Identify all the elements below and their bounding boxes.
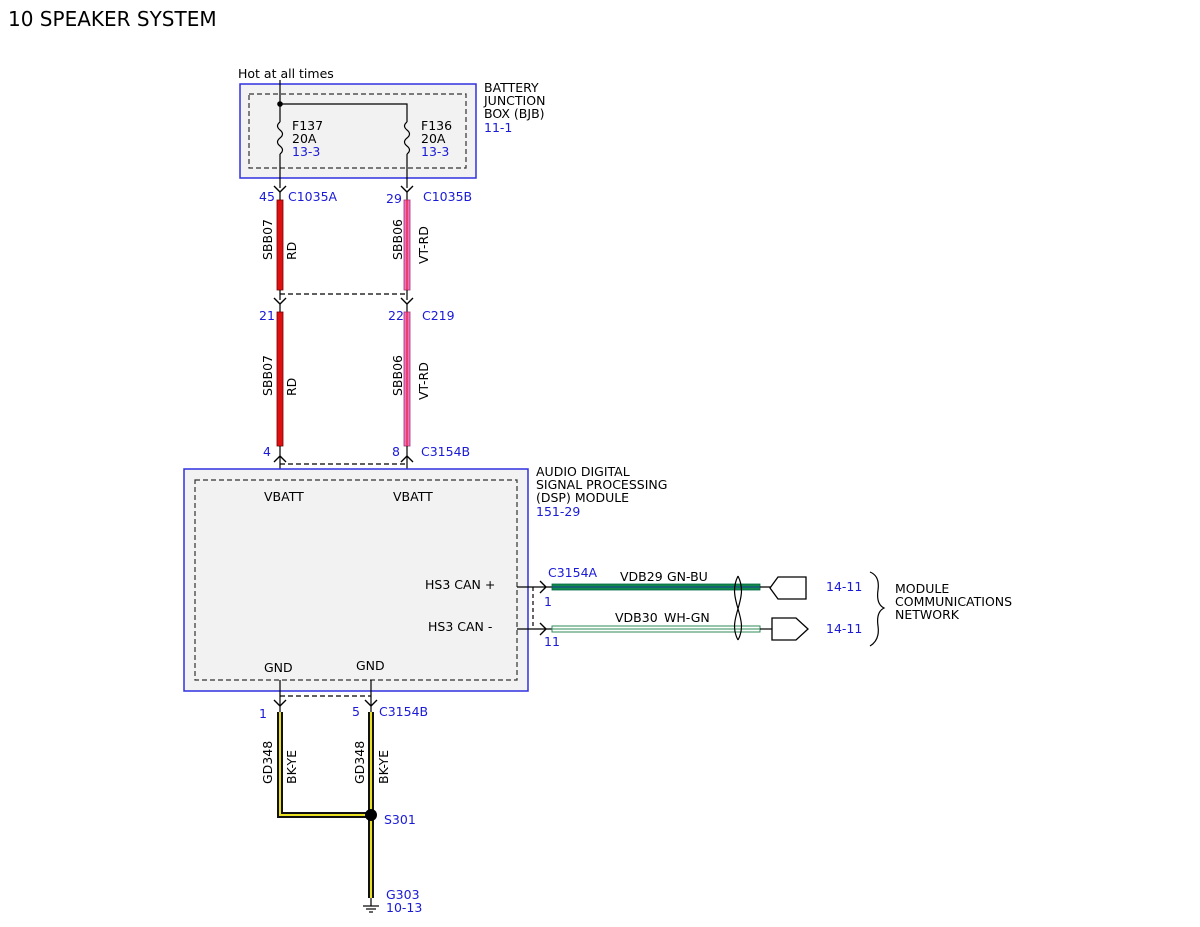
fuse-f137: F137 20A 13-3	[276, 118, 323, 188]
can-connector-c3154a	[517, 580, 552, 636]
battery-junction-box	[239, 83, 477, 179]
c1035a-name: C1035A	[288, 189, 338, 204]
hs3-can-plus-label: HS3 CAN +	[425, 577, 495, 592]
network-ref-minus-link[interactable]: 14-11	[826, 621, 862, 636]
twisted-pair-icon	[733, 575, 743, 641]
svg-text:20A: 20A	[421, 131, 446, 146]
svg-text:SBB06: SBB06	[390, 355, 405, 396]
svg-text:JUNCTION: JUNCTION	[483, 93, 545, 108]
dsp-module	[183, 468, 529, 692]
gnd-left-label: GND	[264, 660, 293, 675]
svg-text:SBB06: SBB06	[390, 219, 405, 260]
svg-text:F137: F137	[292, 118, 323, 133]
network-brace	[869, 571, 886, 647]
ground-g303-name: G303	[386, 887, 420, 902]
bjb-label: BATTERY JUNCTION BOX (BJB) 11-1	[483, 80, 545, 135]
hot-at-all-times-label: Hot at all times	[238, 66, 334, 81]
c3154b-top-name: C3154B	[421, 444, 470, 459]
hs3-can-minus-label: HS3 CAN -	[428, 619, 492, 634]
ground-icon	[363, 898, 379, 913]
bjb-bus	[277, 80, 408, 122]
splice-s301-dot	[365, 809, 377, 821]
dsp-label: AUDIO DIGITAL SIGNAL PROCESSING (DSP) MO…	[536, 464, 667, 519]
wire-sbb07-upper: SBB07 RD	[260, 192, 299, 291]
svg-text:VDB30: VDB30	[615, 610, 658, 625]
bjb-ref-link[interactable]: 11-1	[484, 120, 512, 135]
connector-c219	[273, 290, 414, 305]
svg-text:VT-RD: VT-RD	[416, 362, 431, 400]
wire-vdb30: VDB30 WH-GN	[551, 610, 772, 633]
f136-ref-link[interactable]: 13-3	[421, 144, 449, 159]
c3154b-bottom-name: C3154B	[379, 704, 428, 719]
ground-g303-ref-link[interactable]: 10-13	[386, 900, 422, 915]
wire-gd348-right: GD348 BK-YE	[352, 712, 391, 898]
connector-c3154b-bottom	[273, 680, 378, 712]
c3154b-top-right-pin: 8	[392, 444, 400, 459]
c3154b-top-left-pin: 4	[263, 444, 271, 459]
diagram-title: 10 SPEAKER SYSTEM	[8, 7, 217, 31]
svg-text:MODULE: MODULE	[895, 581, 949, 596]
network-label: MODULE COMMUNICATIONS NETWORK	[895, 581, 1012, 622]
svg-text:GN-BU: GN-BU	[667, 569, 708, 584]
svg-text:SBB07: SBB07	[260, 219, 275, 260]
svg-text:AUDIO DIGITAL: AUDIO DIGITAL	[536, 464, 630, 479]
svg-text:NETWORK: NETWORK	[895, 607, 960, 622]
svg-text:F136: F136	[421, 118, 452, 133]
svg-text:BK-YE: BK-YE	[284, 750, 299, 784]
gnd-right-label: GND	[356, 658, 385, 673]
svg-text:RD: RD	[284, 378, 299, 396]
wire-vdb29: VDB29 GN-BU	[551, 569, 778, 591]
svg-text:BK-YE: BK-YE	[376, 750, 391, 784]
svg-text:SBB07: SBB07	[260, 355, 275, 396]
c3154b-bottom-right-pin: 5	[352, 704, 360, 719]
svg-text:VDB29: VDB29	[620, 569, 663, 584]
c219-left-pin: 21	[259, 308, 275, 323]
vbatt-left-label: VBATT	[264, 489, 304, 504]
c1035a-pin: 45	[259, 189, 275, 204]
c3154a-pin-plus: 1	[544, 594, 552, 609]
network-terminals	[769, 576, 809, 641]
wire-gd348-left: GD348 BK-YE	[260, 712, 371, 818]
svg-text:GD348: GD348	[352, 741, 367, 784]
splice-s301-name: S301	[384, 812, 416, 827]
svg-text:(DSP) MODULE: (DSP) MODULE	[536, 490, 629, 505]
svg-text:BATTERY: BATTERY	[484, 80, 539, 95]
svg-text:20A: 20A	[292, 131, 317, 146]
c219-name: C219	[422, 308, 455, 323]
wire-sbb07-lower: SBB07 RD	[260, 304, 299, 447]
fuse-f136: F136 20A 13-3	[403, 118, 452, 188]
svg-text:GD348: GD348	[260, 741, 275, 784]
svg-text:COMMUNICATIONS: COMMUNICATIONS	[895, 594, 1012, 609]
c1035b-name: C1035B	[423, 189, 472, 204]
c3154a-name: C3154A	[548, 565, 598, 580]
c3154b-bottom-left-pin: 1	[259, 706, 267, 721]
svg-text:RD: RD	[284, 242, 299, 260]
svg-text:SIGNAL PROCESSING: SIGNAL PROCESSING	[536, 477, 667, 492]
svg-text:BOX (BJB): BOX (BJB)	[484, 106, 545, 121]
vbatt-right-label: VBATT	[393, 489, 433, 504]
wire-sbb06-lower: SBB06 VT-RD	[390, 304, 431, 447]
svg-text:WH-GN: WH-GN	[664, 610, 710, 625]
c3154a-pin-minus: 11	[544, 634, 560, 649]
c1035b-pin: 29	[386, 191, 402, 206]
wire-sbb06-upper: SBB06 VT-RD	[390, 192, 431, 291]
svg-text:VT-RD: VT-RD	[416, 226, 431, 264]
f137-ref-link[interactable]: 13-3	[292, 144, 320, 159]
dsp-ref-link[interactable]: 151-29	[536, 504, 580, 519]
c219-right-pin: 22	[388, 308, 404, 323]
network-ref-plus-link[interactable]: 14-11	[826, 579, 862, 594]
